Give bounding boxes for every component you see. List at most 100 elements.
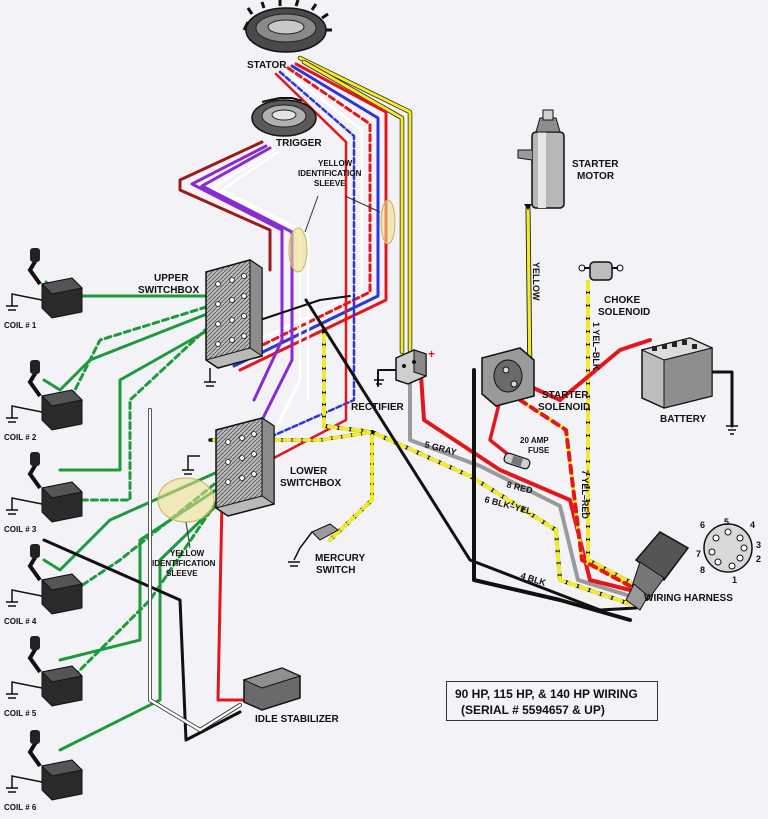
wire-blk-yel-mercury-y [328, 430, 374, 542]
yellow-sleeve-top-label-1: YELLOW [318, 159, 353, 168]
wire-red-rectifier [418, 358, 632, 592]
wire-green-coil6 [58, 498, 224, 752]
starter-solenoid-label-2: SOLENOID [538, 402, 590, 413]
coil-label-1: COIL # 1 [4, 321, 37, 330]
coil-label-3: COIL # 3 [4, 525, 37, 534]
rectifier-component [374, 349, 427, 385]
fuse-label-1: 20 AMP [520, 436, 549, 445]
diagram-title-line-2: (SERIAL # 5594657 & UP) [461, 703, 605, 717]
choke-solenoid-label-2: SOLENOID [598, 307, 650, 318]
yellow-sleeve-bottom-label-1: YELLOW [170, 549, 205, 558]
yellow-sleeve-bottom [157, 477, 215, 523]
coil-2: COIL # 2 [4, 360, 84, 442]
lower-switchbox-label-1: LOWER [290, 466, 328, 477]
wire-label-yel-blk: 1 YEL–BLK [591, 322, 601, 371]
lower-switchbox-label-2: SWITCHBOX [280, 478, 341, 489]
stator-label: STATOR [247, 60, 287, 71]
harness-pin-8: 8 [700, 565, 705, 575]
harness-pin-5: 5 [724, 517, 729, 527]
wire-stator-blue-2 [266, 70, 356, 440]
yellow-sleeve-bottom-label-3: SLEEVE [166, 569, 198, 578]
wire-gray [408, 378, 632, 598]
harness-pin-6: 6 [700, 520, 705, 530]
lower-switchbox-component [182, 417, 275, 517]
harness-pin-diagram [703, 523, 753, 573]
choke-solenoid-component [578, 261, 624, 281]
upper-switchbox-label-1: UPPER [154, 273, 189, 284]
battery-component [640, 337, 738, 435]
harness-pin-3: 3 [756, 540, 761, 550]
fuse-component [503, 452, 531, 470]
sleeve-pointer-top [304, 195, 381, 233]
wire-battery-red [518, 338, 652, 402]
diagram-title-box: 90 HP, 115 HP, & 140 HP WIRING (SERIAL #… [446, 681, 658, 721]
wire-green-coil3 [58, 326, 214, 472]
starter-motor-label-2: MOTOR [577, 171, 615, 182]
coil-label-6: COIL # 6 [4, 803, 37, 812]
wire-yel-red-r [518, 398, 632, 588]
fuse-label-2: FUSE [528, 446, 550, 455]
wiring-harness-component [625, 531, 690, 611]
coils: COIL # 1 COIL # 2 COIL # 3 COIL # 4 COIL # 5… [4, 248, 84, 812]
wire-white-idle-core [148, 408, 242, 732]
rectifier-label: RECTIFIER [351, 402, 405, 413]
battery-label: BATTERY [660, 414, 706, 425]
wire-upper-ground [259, 295, 351, 321]
coil-1: COIL # 1 [4, 248, 84, 330]
coil-5: COIL # 5 [4, 636, 84, 718]
harness-pin-7: 7 [696, 549, 701, 559]
trigger-component [251, 97, 317, 137]
wire-black-main [472, 368, 632, 622]
wire-solenoid-red [488, 398, 522, 466]
wire-label-blk-yel: 6 BLK–YEL [483, 494, 533, 516]
starter-motor-label-1: STARTER [572, 159, 619, 170]
wiring-harness-label: WIRING HARNESS [644, 593, 733, 604]
coil-3: COIL # 3 [4, 452, 84, 534]
yellow-sleeve-top-label-3: SLEEVE [314, 179, 346, 188]
wire-yellow-starter-core [526, 206, 532, 382]
coil-label-5: COIL # 5 [4, 709, 37, 718]
starter-solenoid-label-1: STARTER [542, 390, 589, 401]
trigger-label: TRIGGER [276, 138, 322, 149]
upper-switchbox-label-2: SWITCHBOX [138, 285, 199, 296]
wire-stator-yellow-2-core [302, 60, 404, 354]
mercury-switch-label-2: SWITCH [316, 565, 355, 576]
wire-trigger-white-2 [220, 150, 310, 402]
diagram-title-line-1: 90 HP, 115 HP, & 140 HP WIRING [455, 687, 638, 701]
wire-label-yel-red: 7 YEL–RED [580, 470, 590, 519]
harness-pin-1: 1 [732, 575, 737, 585]
idle-stabilizer-label: IDLE STABILIZER [255, 714, 339, 725]
wire-black-coil-ground [42, 538, 242, 742]
choke-solenoid-label-1: CHOKE [604, 295, 640, 306]
wire-battery-ground [710, 370, 734, 428]
coil-label-4: COIL # 4 [4, 617, 37, 626]
wire-stator-yellow-1-core [298, 56, 412, 352]
idle-stabilizer-component [242, 667, 302, 711]
yellow-sleeve-top [288, 227, 308, 273]
harness-pin-4: 4 [750, 520, 755, 530]
starter-motor-component [517, 109, 565, 210]
starter-solenoid-component [481, 347, 535, 407]
coil-label-2: COIL # 2 [4, 433, 37, 442]
harness-pin-2: 2 [756, 554, 761, 564]
wire-trigger-purple-1 [190, 144, 284, 402]
mercury-switch-label-1: MERCURY [315, 553, 366, 564]
yellow-sleeve-top-2 [380, 199, 396, 245]
coil-4: COIL # 4 [4, 544, 84, 626]
wire-black-harness [304, 298, 638, 612]
stator-component [242, 0, 332, 53]
sleeve-pointer-bottom [185, 521, 191, 549]
rectifier-plus-sign: + [428, 347, 435, 361]
wire-green-coil2 [42, 310, 214, 392]
wire-trigger-darkred [178, 140, 272, 272]
yellow-sleeve-top-label-2: IDENTIFICATION [298, 169, 362, 178]
wires [42, 55, 734, 752]
wire-trigger-purple-2 [200, 146, 294, 422]
wire-green-dash2 [58, 318, 218, 502]
wire-label-gray: 5 GRAY [423, 439, 457, 457]
mercury-switch-component [288, 523, 339, 567]
yellow-sleeve-bottom-label-2: IDENTIFICATION [152, 559, 216, 568]
wire-label-yellow: YELLOW [531, 262, 541, 301]
